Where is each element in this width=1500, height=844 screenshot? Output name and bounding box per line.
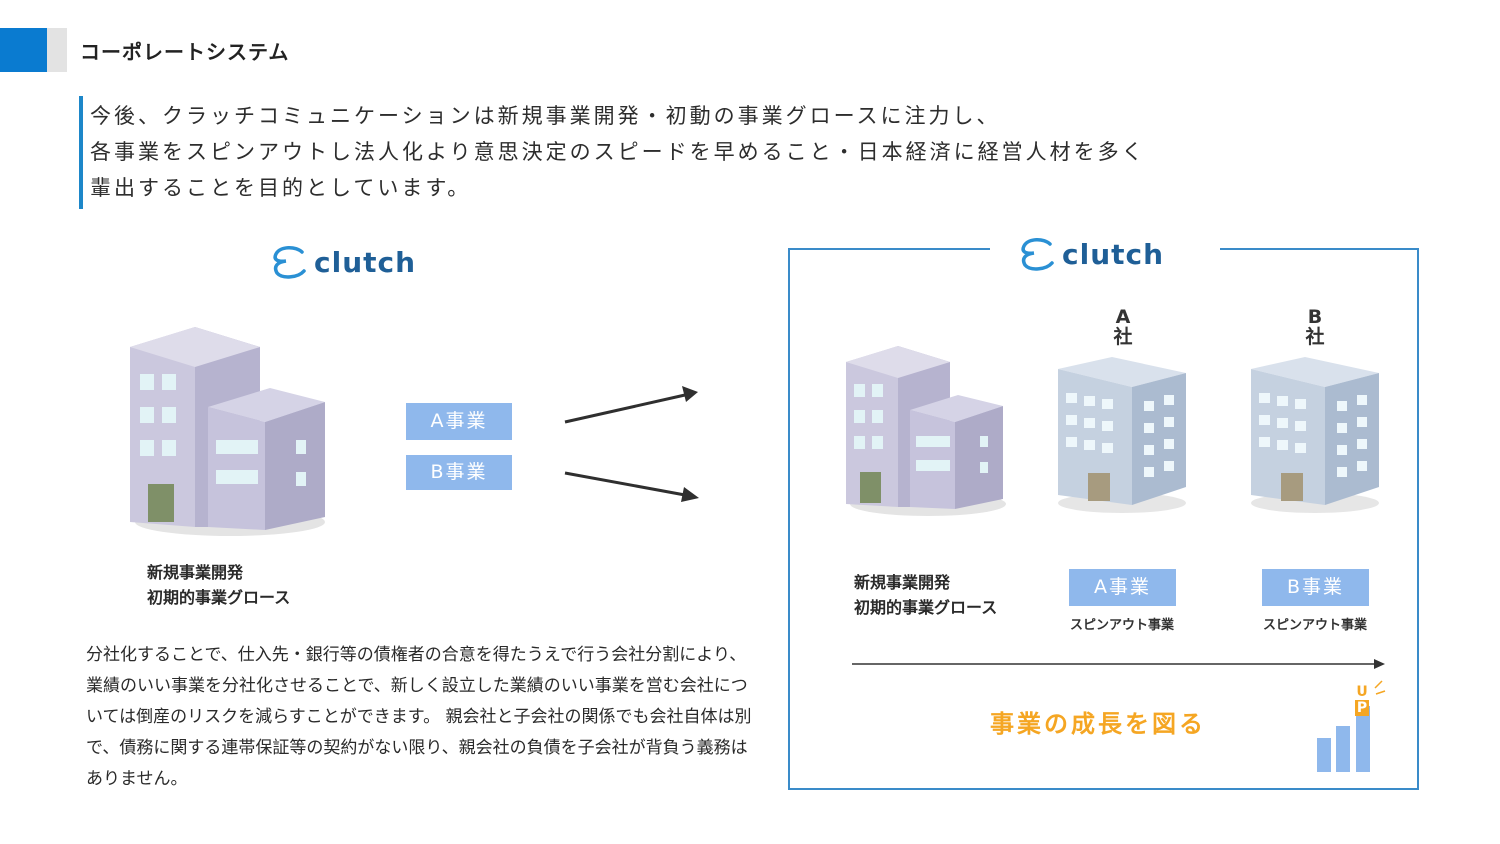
spinout-a-caption: スピンアウト事業 [1069,618,1174,633]
growth-timeline-arrow [852,659,1385,669]
spinout-b-caption: スピンアウト事業 [1262,618,1367,633]
left-building-caption: 新規事業開発 初期的事業グロース [147,560,290,610]
company-b-letter: B [1307,306,1323,328]
spinout-arrows [564,386,699,502]
clutch-logo-icon [1021,238,1054,271]
company-a-label: A 社 [1108,307,1138,347]
intro-line-1: 今後、クラッチコミュニケーションは新規事業開発・初動の事業グロースに注力し、 [90,104,1001,128]
spinout-business-b-box: B事業 [1262,569,1369,606]
business-b-box: B事業 [406,455,512,490]
intro-line-3: 輩出することを目的としています。 [90,176,472,200]
company-a-building-icon [1058,357,1186,513]
up-letter-p: P [1355,700,1369,716]
clutch-logo-right: clutch [1020,236,1164,272]
clutch-logo-left: clutch [272,244,416,280]
intro-quote-bar [79,96,83,209]
header-accent-bar [0,28,47,72]
company-b-building-icon [1251,357,1379,513]
growth-up-label: U P [1355,684,1369,716]
parent-company-building-icon [846,346,1006,516]
spinout-business-a-box: A事業 [1069,569,1176,606]
business-a-box: A事業 [406,403,512,440]
caption-line-1: 新規事業開発 [147,563,244,582]
company-a-letter: A [1115,306,1131,328]
caption-line-1: 新規事業開発 [854,573,951,592]
company-a-suffix: 社 [1113,326,1133,348]
clutch-logo-icon [273,246,306,279]
caption-line-2: 初期的事業グロース [854,598,998,617]
header-accent-grey [47,28,67,72]
growth-bar-up-icon [1317,680,1386,772]
parent-building-caption: 新規事業開発 初期的事業グロース [854,570,997,620]
up-letter-u: U [1356,684,1368,700]
caption-line-2: 初期的事業グロース [147,588,291,607]
clutch-logo-text: clutch [1062,237,1165,271]
company-b-suffix: 社 [1305,326,1325,348]
intro-text: 今後、クラッチコミュニケーションは新規事業開発・初動の事業グロースに注力し、 各… [90,98,1390,206]
page-title: コーポレートシステム [80,40,290,64]
intro-line-2: 各事業をスピンアウトし法人化より意思決定のスピードを早めること・日本経済に経営人… [90,140,1146,164]
company-b-label: B 社 [1300,307,1330,347]
office-building-icon [130,327,325,536]
clutch-logo-text: clutch [314,245,417,279]
growth-slogan: 事業の成長を図る [990,710,1206,738]
description-paragraph: 分社化することで、仕入先・銀行等の債権者の合意を得たうえで行う会社分割により、業… [86,645,752,789]
